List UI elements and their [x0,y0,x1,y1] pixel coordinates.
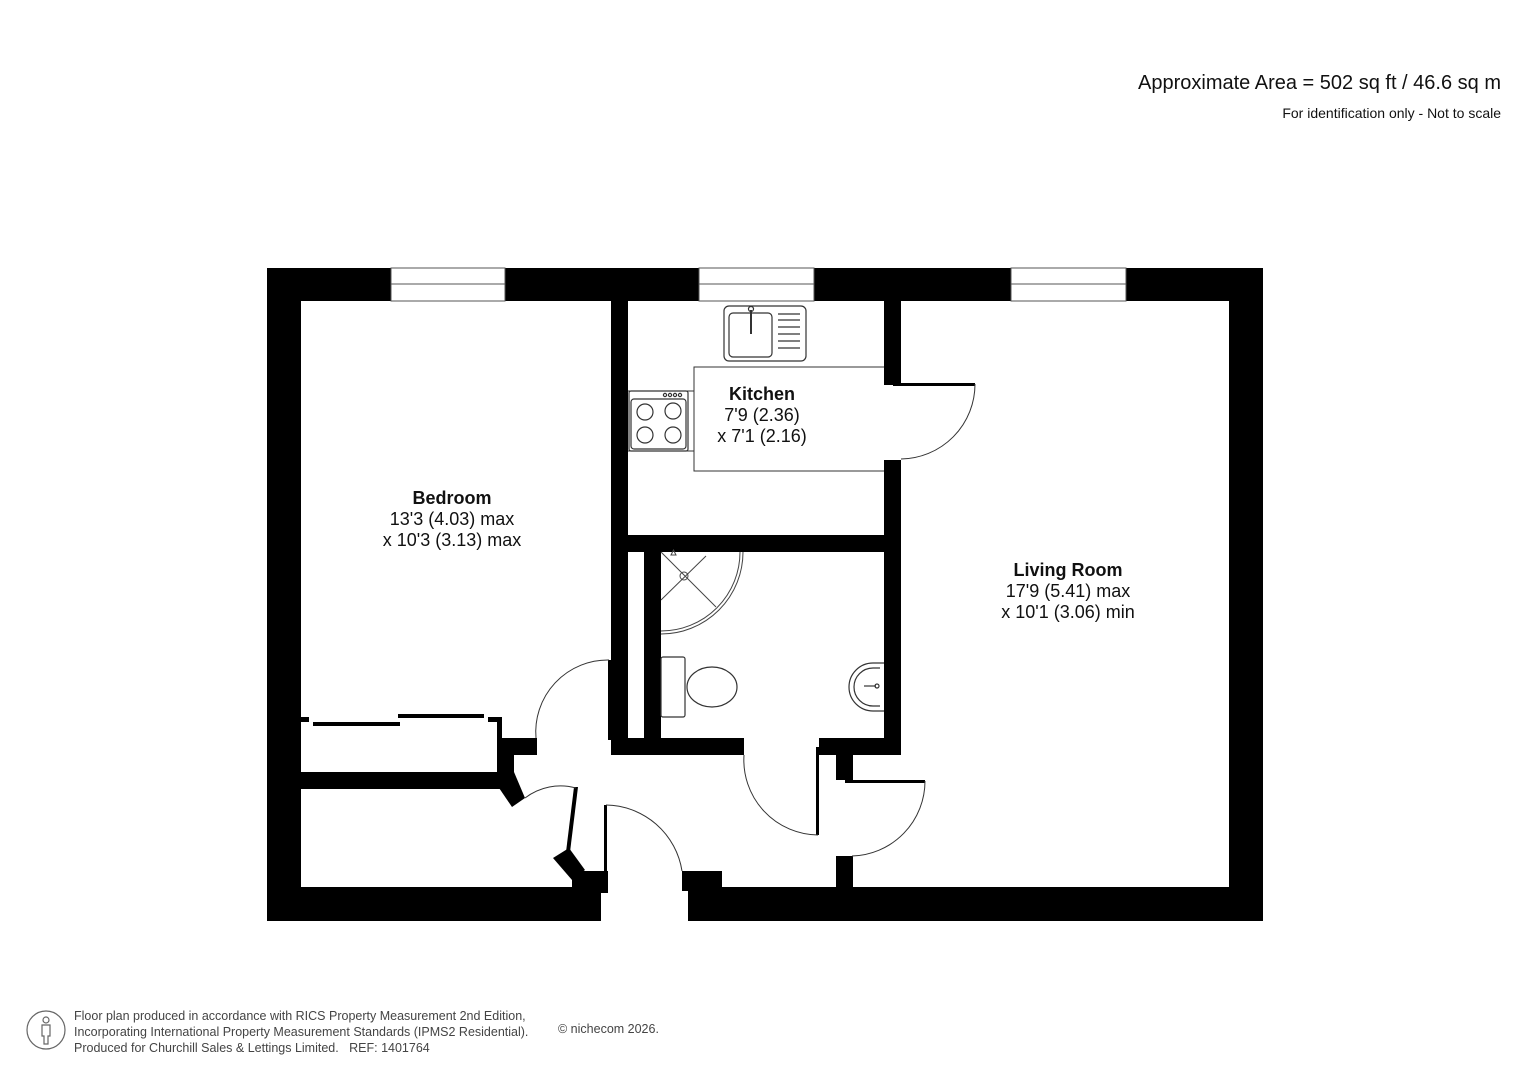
footer-line: Incorporating International Property Mea… [74,1025,529,1039]
wardrobe-icon [301,714,502,739]
kitchen-door-icon [893,383,976,460]
footer-line: Produced for Churchill Sales & Lettings … [74,1041,430,1055]
scale-disclaimer: For identification only - Not to scale [1282,105,1501,121]
room-dimension: 13'3 (4.03) max [389,509,515,529]
room-name: Kitchen [728,384,795,404]
room-bedroom: Bedroom 13'3 (4.03) max x 10'3 (3.13) ma… [352,488,552,551]
copyright: © nichecom 2026. [558,1022,659,1036]
living-door-icon [845,780,926,857]
toilet-icon [660,656,738,718]
bathroom-door-icon [743,747,819,836]
entrance-door-icon [604,804,683,875]
doors [524,383,976,875]
room-dimension: 17'9 (5.41) max [1005,581,1131,601]
room-dimension: 7'9 (2.36) [724,405,800,425]
room-kitchen: Kitchen 7'9 (2.36) x 7'1 (2.16) [662,384,862,447]
hob-icon [628,390,689,452]
room-name: Bedroom [412,488,492,508]
footer-text: Floor plan produced in accordance with R… [74,1008,528,1056]
bedroom-door-icon [535,659,611,740]
room-dimension: x 10'1 (3.06) min [1001,602,1135,622]
room-dimension: x 7'1 (2.16) [717,426,807,446]
sink-icon [723,305,807,362]
shower-icon [660,548,744,635]
windows [390,267,1127,302]
footer-line: Floor plan produced in accordance with R… [74,1009,526,1023]
room-dimension: x 10'3 (3.13) max [382,530,522,550]
room-name: Living Room [1013,560,1123,580]
room-living-room: Living Room 17'9 (5.41) max x 10'1 (3.06… [958,560,1178,623]
cupboard-door-icon [524,785,578,852]
person-measure-icon [26,1010,66,1050]
approximate-area: Approximate Area = 502 sq ft / 46.6 sq m [1138,72,1501,94]
basin-icon [848,662,884,712]
